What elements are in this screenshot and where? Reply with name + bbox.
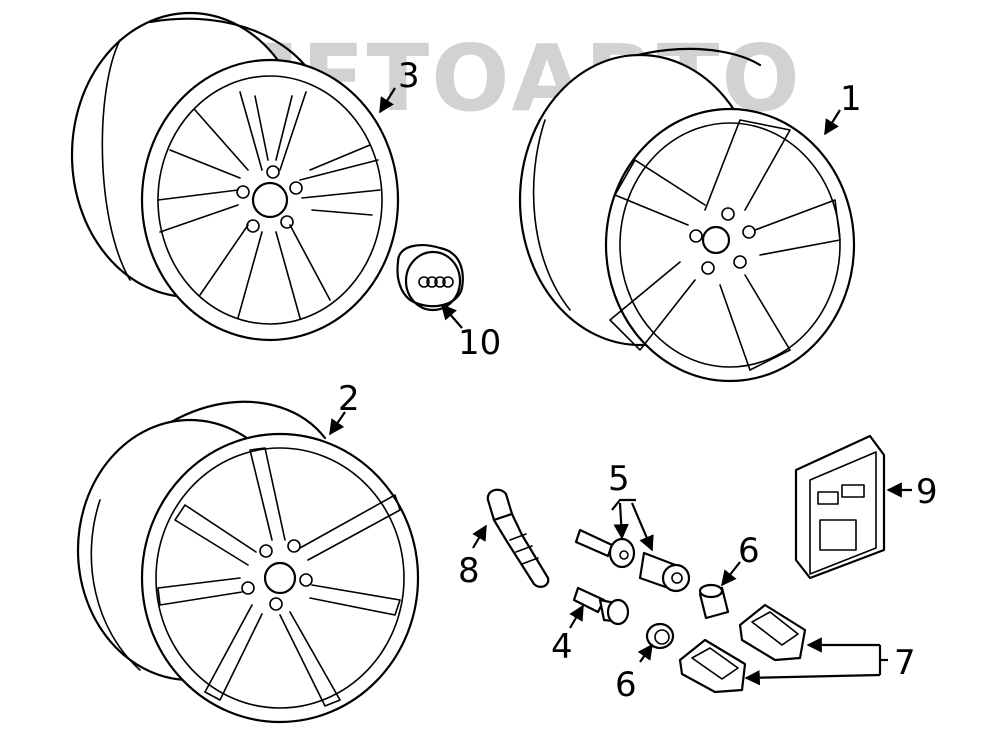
five-spoke-wheel-icon	[518, 47, 856, 383]
locking-bolt-set	[574, 528, 691, 593]
callout-6-lower: 6	[615, 665, 637, 705]
wheel-2	[76, 400, 420, 724]
callout-6-upper: 6	[738, 531, 760, 571]
split-spoke-wheel-icon	[70, 11, 400, 342]
callout-5: 5	[608, 459, 630, 499]
leader-lines	[329, 87, 912, 686]
callout-1: 1	[840, 79, 862, 119]
center-cap-icon	[396, 244, 464, 312]
center-cap	[396, 244, 464, 312]
wheel-bolt-icon	[572, 586, 630, 626]
wheel-3	[70, 11, 400, 342]
instruction-card-icon	[794, 434, 886, 580]
spacer-sleeve-lower	[645, 622, 675, 650]
callout-8: 8	[458, 551, 480, 591]
wheel-1	[518, 47, 856, 383]
callout-2: 2	[338, 379, 360, 419]
callout-4: 4	[551, 627, 573, 667]
star-spoke-wheel-icon	[76, 400, 420, 724]
bolt-cap-upper	[738, 603, 807, 662]
spacer-sleeve-icon	[645, 622, 675, 650]
wheel-bolt	[572, 586, 630, 626]
tire-valve	[486, 488, 550, 588]
tire-valve-icon	[486, 488, 550, 588]
spacer-sleeve-upper	[698, 583, 730, 620]
bolt-cap-lower	[678, 638, 747, 694]
callout-3: 3	[398, 56, 420, 96]
callout-10: 10	[458, 323, 501, 363]
spacer-sleeve-icon	[698, 583, 730, 620]
bolt-cap-icon	[738, 603, 807, 662]
callout-7: 7	[894, 643, 916, 683]
locking-bolt-set-icon	[574, 528, 691, 593]
callout-9: 9	[916, 472, 938, 512]
bolt-cap-icon	[678, 638, 747, 694]
instruction-card	[794, 434, 886, 580]
callouts: 3 1 2 10 8 5 6 4 6 7 9	[338, 56, 938, 705]
